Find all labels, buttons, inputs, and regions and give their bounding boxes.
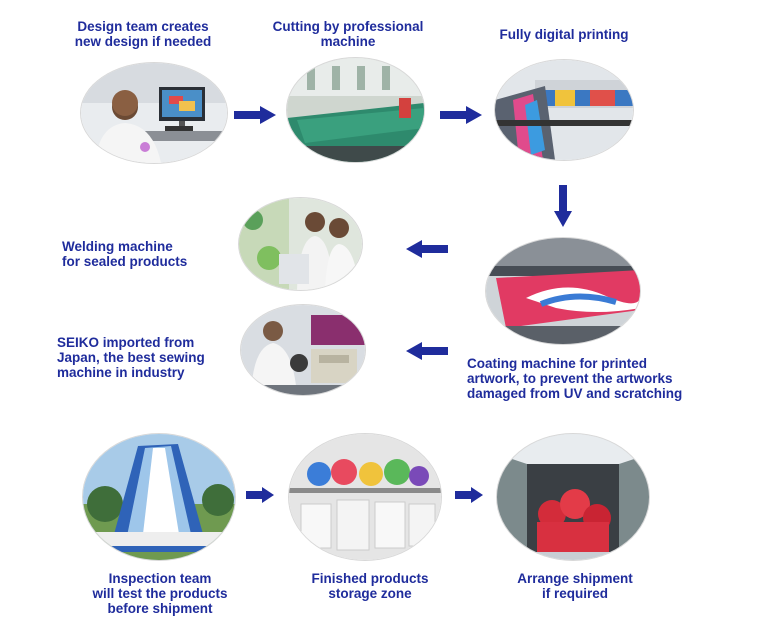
arrow-down-icon <box>554 185 572 227</box>
caption-storage: Finished products storage zone <box>311 571 429 601</box>
arrow-right-icon <box>455 487 483 503</box>
caption-design: Design team creates new design if needed <box>74 19 212 49</box>
caption-welding: Welding machine for sealed products <box>62 239 188 269</box>
caption-coating: Coating machine for printed artwork, to … <box>467 356 683 401</box>
photo-shipment-container <box>497 434 649 560</box>
photo-cutting-machine <box>287 58 424 162</box>
caption-cutting: Cutting by professional machine <box>272 19 424 49</box>
photo-design-team <box>81 63 227 163</box>
caption-sewing: SEIKO imported from Japan, the best sewi… <box>57 335 205 380</box>
arrow-right-icon <box>234 106 276 124</box>
photo-coating-machine <box>486 238 640 344</box>
arrow-right-icon <box>440 106 482 124</box>
photo-digital-printing <box>495 60 633 160</box>
photo-sewing-machine <box>241 305 365 395</box>
arrow-left-icon <box>406 240 448 258</box>
caption-shipment: Arrange shipment if required <box>517 571 633 601</box>
arrow-right-icon <box>246 487 274 503</box>
arrow-left-icon <box>406 342 448 360</box>
photo-inspection-slide <box>83 434 235 560</box>
caption-printing: Fully digital printing <box>499 27 629 42</box>
photo-storage-zone <box>289 434 441 560</box>
caption-inspection: Inspection team will test the products b… <box>92 571 228 616</box>
photo-welding-machine <box>239 198 362 290</box>
